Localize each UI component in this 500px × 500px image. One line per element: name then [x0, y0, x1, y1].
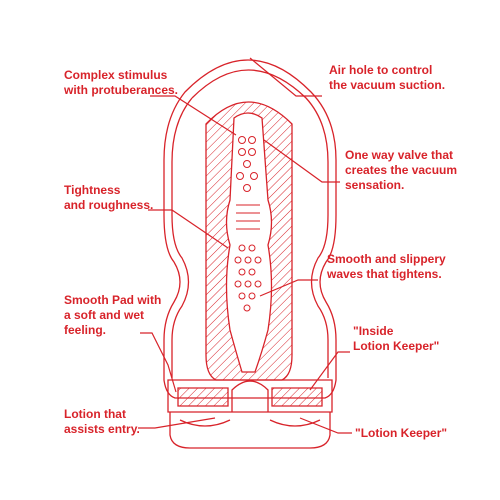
protuberance — [250, 172, 258, 180]
outer-casing — [163, 59, 337, 399]
protuberance — [234, 280, 242, 288]
label-smooth-waves: Smooth and slippery waves that tightens. — [327, 252, 446, 281]
label-tightness: Tightness and roughness. — [64, 183, 154, 212]
lotion-keeper-right — [271, 387, 323, 407]
protuberance — [243, 160, 251, 168]
label-lotion: Lotion that assists entry. — [64, 407, 140, 436]
leader-lotion — [138, 417, 216, 429]
protuberance — [248, 292, 256, 300]
protuberance — [248, 136, 256, 144]
leader-inside-keeper — [309, 351, 350, 391]
protuberance — [248, 268, 256, 276]
protuberance — [254, 280, 262, 288]
label-complex-stimulus: Complex stimulus with protuberances. — [64, 68, 179, 97]
leader-one-way-valve — [263, 139, 340, 183]
label-one-way-valve: One way valve that creates the vacuum se… — [345, 148, 458, 192]
leader-tightness — [148, 209, 229, 249]
protuberance — [238, 148, 246, 156]
leader-smooth-waves — [259, 279, 318, 297]
protuberance — [238, 136, 246, 144]
label-lotion-keeper: "Lotion Keeper" — [355, 426, 448, 440]
protuberance — [244, 280, 252, 288]
label-smooth-pad: Smooth Pad with a soft and wet feeling. — [64, 293, 162, 337]
protuberance — [238, 268, 246, 276]
label-inside-lotion-keeper: "Inside Lotion Keeper" — [353, 324, 440, 353]
leader-air-hole — [249, 57, 322, 97]
protuberance — [248, 244, 256, 252]
protuberance — [238, 292, 246, 300]
label-air-hole: Air hole to control the vacuum suction. — [329, 63, 446, 92]
ridge — [236, 204, 260, 230]
protuberance — [248, 148, 256, 156]
lotion-keeper-left — [177, 387, 229, 407]
protuberance — [238, 244, 246, 252]
protuberance — [244, 256, 252, 264]
protuberance — [254, 256, 262, 264]
bottom-cap — [169, 412, 331, 449]
protuberance — [243, 304, 251, 312]
leader-complex-stimulus — [150, 95, 237, 136]
entry-opening — [231, 380, 269, 412]
base-ring — [167, 379, 333, 413]
leader-smooth-pad — [140, 332, 177, 393]
leader-lotion-keeper — [299, 417, 352, 434]
protuberance — [234, 256, 242, 264]
inner-sleeve — [205, 101, 293, 381]
protuberance — [243, 184, 251, 192]
protuberance — [236, 172, 244, 180]
